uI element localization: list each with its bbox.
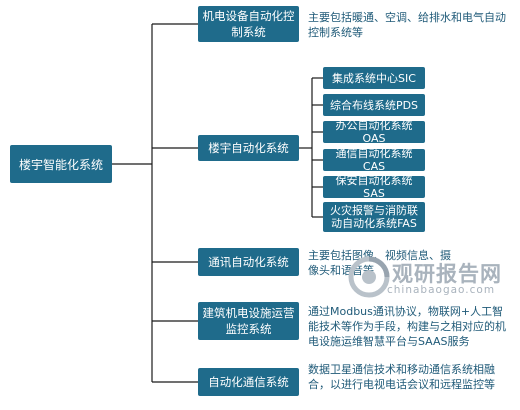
branch-operation-monitoring: 建筑机电设施运营监控系统 bbox=[198, 302, 299, 340]
subsystem-label: 综合布线系统PDS bbox=[329, 98, 419, 112]
subsystem-label: 火灾报警与消防联动自动化系统FAS bbox=[330, 204, 418, 230]
subsystem-fas: 火灾报警与消防联动自动化系统FAS bbox=[323, 202, 425, 232]
root-node: 楼宇智能化系统 bbox=[10, 145, 112, 183]
watermark-logo-icon bbox=[348, 256, 390, 298]
branch-automated-communication: 自动化通信系统 bbox=[198, 368, 299, 396]
branch-label: 通讯自动化系统 bbox=[208, 255, 289, 269]
branch-building-automation: 楼宇自动化系统 bbox=[198, 135, 299, 161]
branch-label: 楼宇自动化系统 bbox=[208, 141, 289, 155]
watermark-url: chinabaogao.com bbox=[387, 284, 496, 296]
branch-label: 自动化通信系统 bbox=[208, 375, 289, 389]
description-mechanical-control: 主要包括暖通、空调、给排水和电气自动控制系统等 bbox=[308, 11, 506, 39]
branch-mechanical-control: 机电设备自动化控制系统 bbox=[198, 6, 299, 42]
subsystem-pds: 综合布线系统PDS bbox=[323, 94, 425, 116]
subsystem-oas: 办公自动化系统OAS bbox=[323, 119, 425, 145]
branch-label: 建筑机电设施运营监控系统 bbox=[202, 306, 295, 336]
subsystem-sas: 保安自动化系统SAS bbox=[323, 174, 425, 200]
subsystem-label: 办公自动化系统OAS bbox=[335, 119, 413, 145]
subsystem-label: 集成系统中心SIC bbox=[332, 71, 416, 85]
description-communication-automation: 主要包括图像、视频信息、摄像头和语音等 bbox=[308, 249, 451, 277]
watermark-name: 观研报告网 bbox=[392, 262, 502, 286]
subsystem-cas: 通信自动化系统CAS bbox=[323, 147, 425, 173]
branch-communication-automation: 通讯自动化系统 bbox=[198, 248, 299, 276]
description-operation-monitoring: 通过Modbus通讯协议，物联网+人工智能技术等作为手段，构建与之相对应的机电设… bbox=[308, 305, 506, 348]
root-node-label: 楼宇智能化系统 bbox=[18, 157, 103, 172]
subsystem-sic: 集成系统中心SIC bbox=[323, 67, 425, 89]
subsystem-label: 保安自动化系统SAS bbox=[335, 174, 413, 200]
description-automated-communication: 数据卫星通信技术和移动通信系统相融合，以进行电视电话会议和远程监控等 bbox=[308, 363, 495, 391]
subsystem-label: 通信自动化系统CAS bbox=[335, 147, 413, 173]
branch-label: 机电设备自动化控制系统 bbox=[202, 9, 295, 39]
